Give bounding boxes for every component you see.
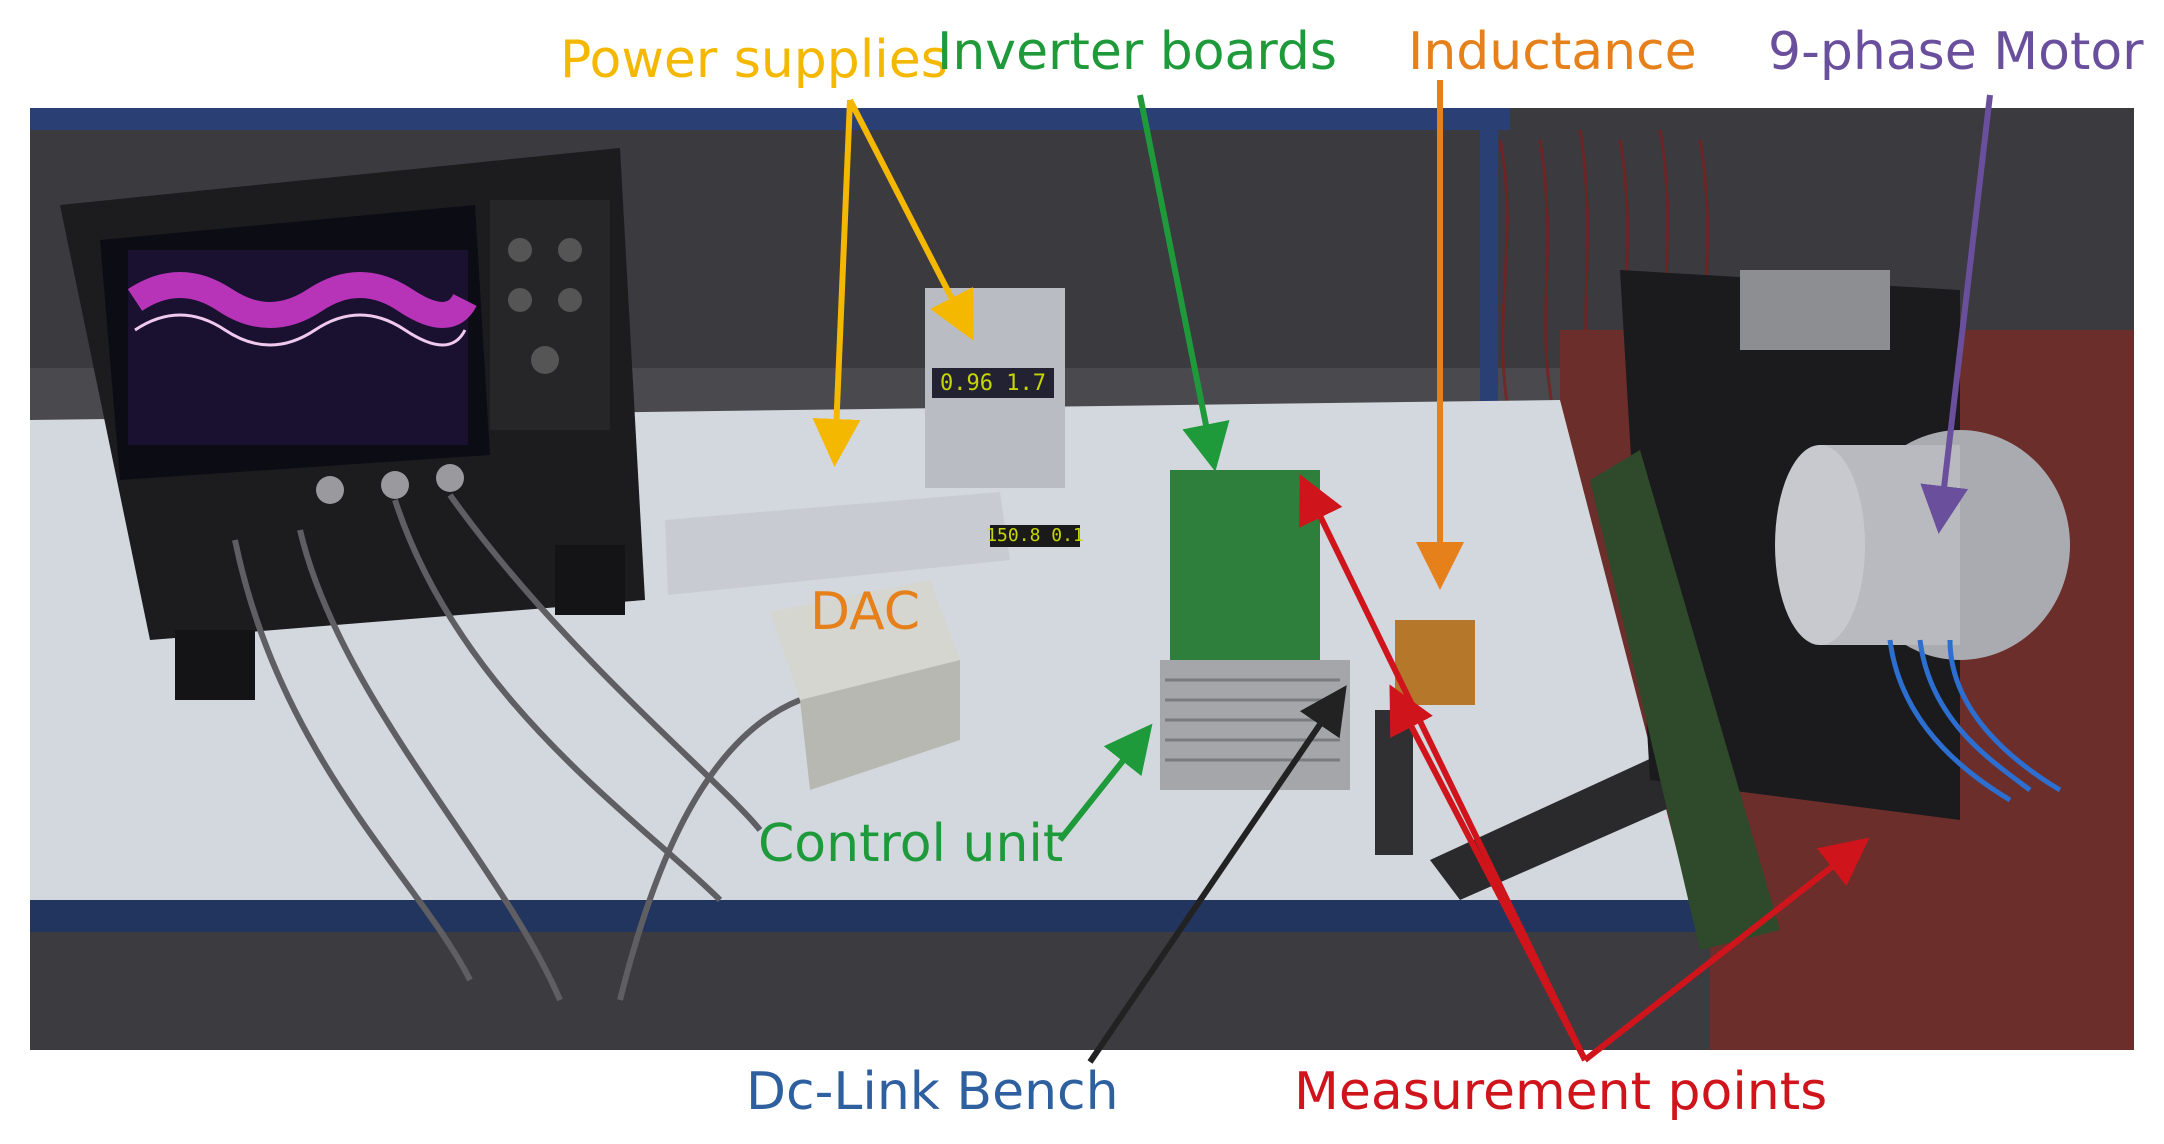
psu-lower-display-text: 150.8 0.1	[986, 525, 1084, 546]
dac-box	[770, 580, 960, 790]
label-inverter-boards: Inverter boards	[937, 22, 1337, 82]
label-inductance: Inductance	[1408, 22, 1697, 82]
psu-display	[932, 368, 1054, 398]
label-power-supplies: Power supplies	[560, 30, 948, 90]
label-dc-link-bench: Dc-Link Bench	[746, 1062, 1119, 1122]
label-9-phase-motor: 9-phase Motor	[1768, 22, 2144, 82]
table-edge	[30, 900, 1710, 932]
label-measurement-points: Measurement points	[1294, 1062, 1828, 1122]
psu-display-text: 0.96 1.7	[940, 371, 1046, 396]
shelf-frame	[30, 108, 1510, 130]
label-dac: DAC	[810, 582, 921, 642]
oscilloscope	[60, 148, 645, 700]
scope-waveform	[127, 272, 477, 328]
probe-cables	[232, 493, 802, 1002]
nine-phase-motor	[1590, 270, 2070, 950]
inductance-core	[1395, 620, 1475, 705]
label-control-unit: Control unit	[758, 814, 1064, 874]
